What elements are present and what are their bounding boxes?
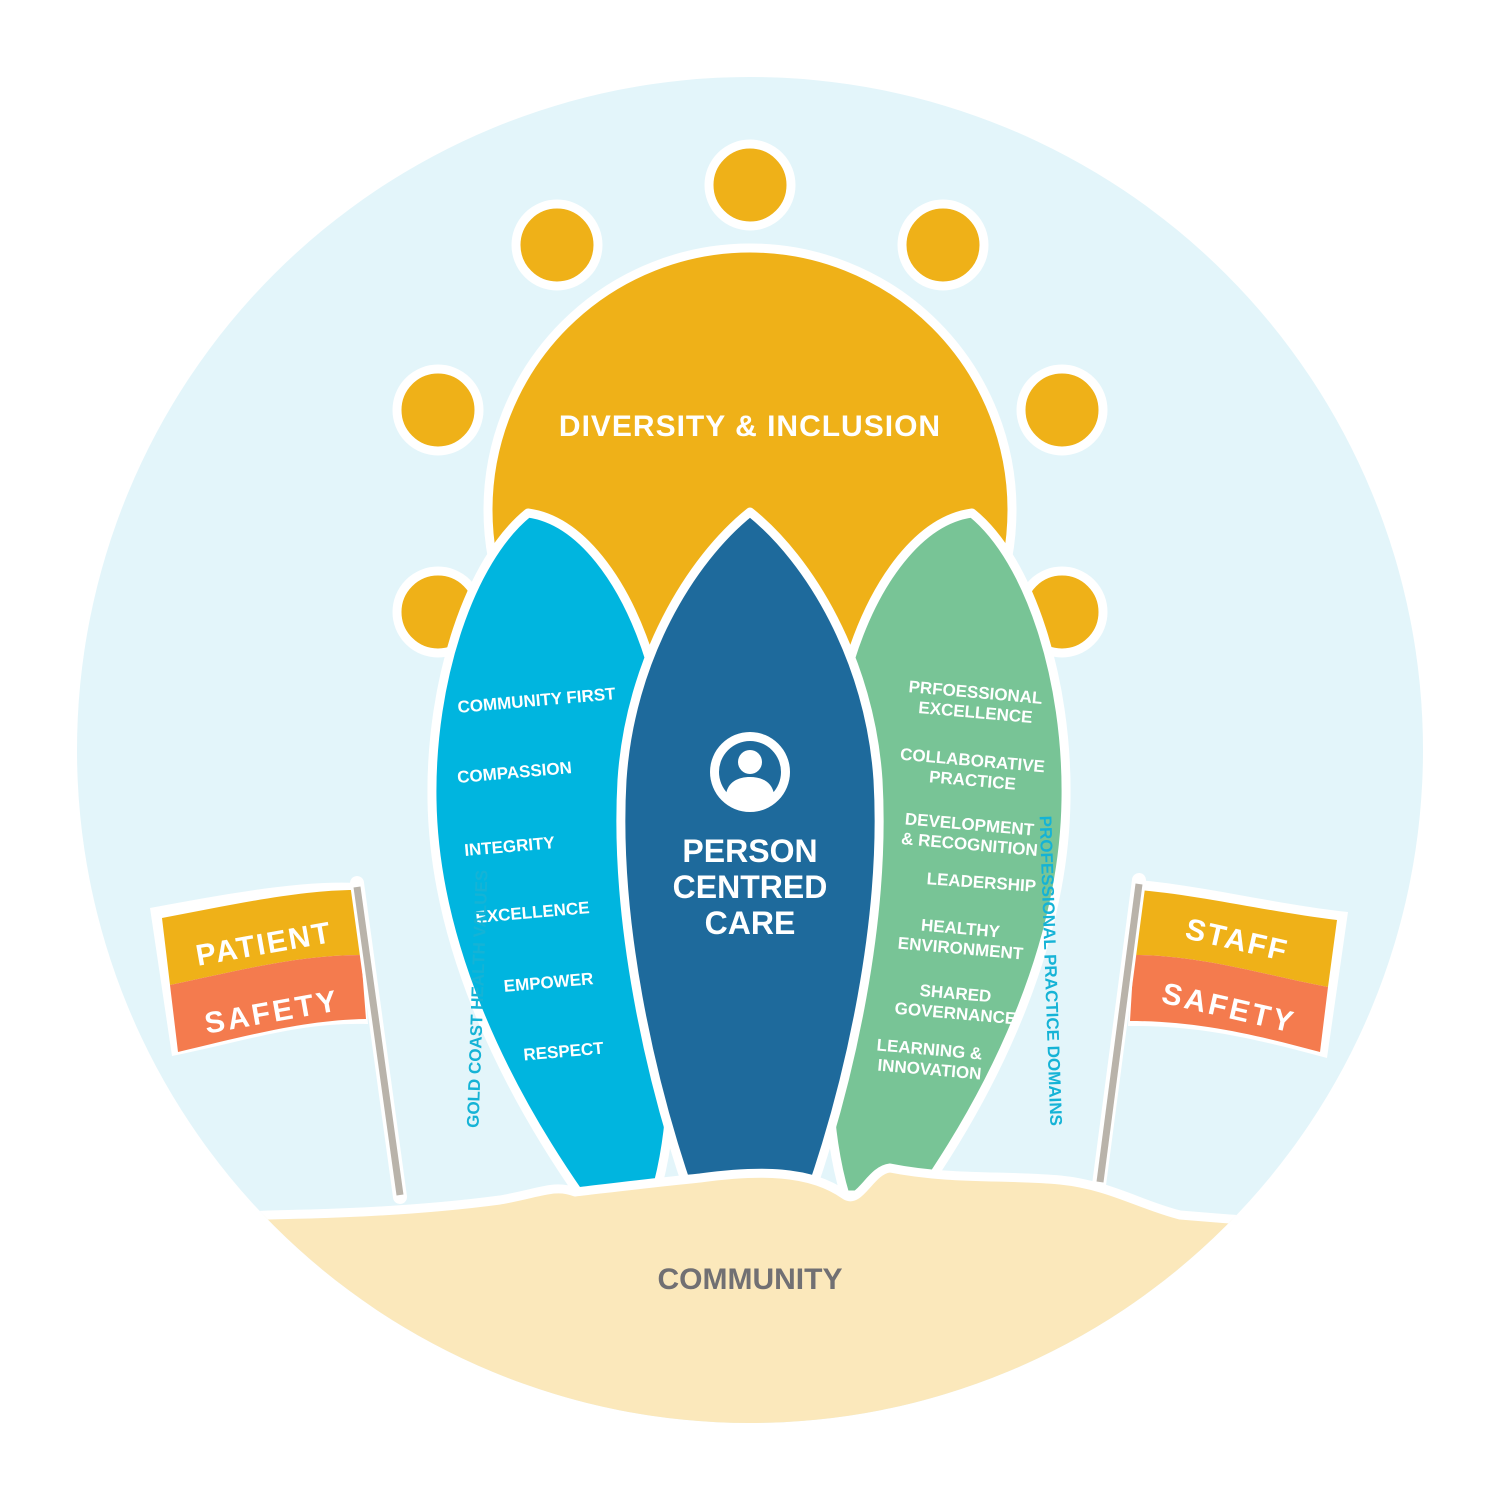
flag-pole	[1096, 883, 1143, 1183]
flag-bottom-band	[170, 955, 366, 1052]
flag-top-band	[162, 890, 361, 985]
center-title-line: CENTRED	[673, 869, 828, 905]
center-title-line: PERSON	[682, 833, 817, 869]
sun-ray-dot	[1016, 364, 1108, 456]
sun-label: DIVERSITY & INCLUSION	[559, 410, 941, 443]
flag-top-band	[1134, 890, 1337, 987]
flag-bottom-band	[1130, 955, 1328, 1052]
sun-ray-dot	[897, 199, 989, 291]
sun-ray-dot	[511, 199, 603, 291]
flag-pole	[353, 886, 404, 1196]
staff-safety-flag: STAFF SAFETY	[1092, 873, 1348, 1192]
community-label: COMMUNITY	[658, 1263, 843, 1296]
person-icon	[710, 732, 790, 812]
center-title-line: CARE	[705, 905, 796, 941]
sun-ray-dot	[392, 364, 484, 456]
patient-safety-flag: PATIENT SAFETY	[150, 876, 407, 1204]
sun-ray-dot	[704, 139, 796, 231]
